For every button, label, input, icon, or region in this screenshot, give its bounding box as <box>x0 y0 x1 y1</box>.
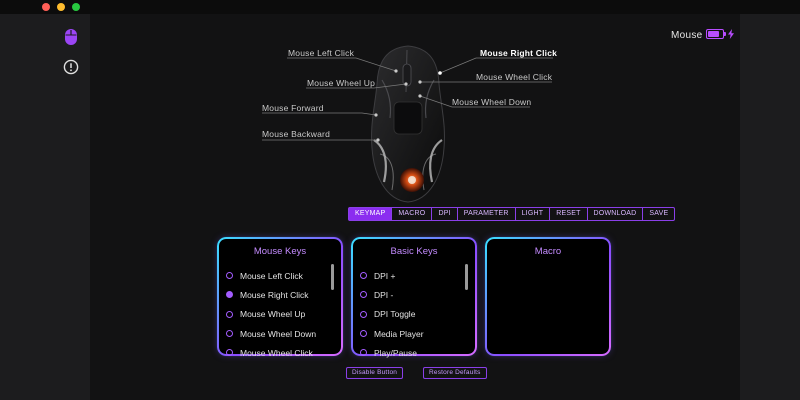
list-item[interactable]: Media Player <box>360 324 460 343</box>
radio-button[interactable] <box>360 310 367 318</box>
radio-button[interactable] <box>226 272 233 280</box>
tab-save[interactable]: SAVE <box>649 210 669 217</box>
list-item[interactable]: DPI Toggle <box>360 305 460 324</box>
mouse-illustration <box>371 45 445 203</box>
list-item[interactable]: Mouse Left Click <box>226 266 326 285</box>
zoom-window-button[interactable] <box>72 3 80 11</box>
mouse-keys-panel: Mouse Keys Mouse Left Click Mouse Right … <box>219 239 341 358</box>
item-label: Media Player <box>374 328 424 339</box>
callout-backward: Mouse Backward <box>262 129 330 139</box>
macro-panel: Macro <box>487 239 609 354</box>
item-label: Play/Pause <box>374 347 417 358</box>
list-item[interactable]: Mouse Wheel Down <box>226 324 326 343</box>
panel-title: Mouse Keys <box>253 246 307 257</box>
radio-button[interactable] <box>360 291 367 299</box>
item-label: Mouse Wheel Up <box>240 309 306 320</box>
scrollbar[interactable] <box>331 264 334 290</box>
tab-dpi[interactable]: DPI <box>432 208 458 220</box>
restore-defaults-button[interactable]: Restore Defaults <box>423 367 487 379</box>
tab-macro[interactable]: MACRO <box>392 208 433 220</box>
battery-level <box>708 31 720 37</box>
disable-button[interactable]: Disable Button <box>346 367 404 379</box>
radio-button[interactable] <box>226 330 233 338</box>
item-label: Mouse Wheel Down <box>240 328 317 339</box>
list-item[interactable]: Play/Pause <box>360 343 460 362</box>
callout-wheel-click: Mouse Wheel Click <box>476 72 553 82</box>
radio-button-selected[interactable] <box>226 291 233 299</box>
panel-title: Basic Keys <box>390 246 438 257</box>
callout-left-click: Mouse Left Click <box>288 48 355 58</box>
panel-title: Macro <box>534 246 562 257</box>
function-tabs: KEYMAP MACRO DPI PARAMETER LIGHT RESET D… <box>348 207 676 221</box>
tab-download[interactable]: DOWNLOAD <box>588 208 644 220</box>
device-name: Mouse <box>671 30 703 41</box>
list-item[interactable]: DPI - <box>360 285 460 304</box>
radio-button[interactable] <box>360 272 367 280</box>
sidebar <box>0 14 90 400</box>
alert-circle-icon[interactable] <box>60 56 82 78</box>
battery-icon <box>706 29 724 39</box>
radio-button[interactable] <box>360 349 367 357</box>
item-label: DPI + <box>374 270 396 281</box>
basic-keys-panel: Basic Keys DPI + DPI - DPI Toggle Media … <box>353 239 475 358</box>
callout-wheel-up: Mouse Wheel Up <box>307 78 375 88</box>
item-label: DPI Toggle <box>374 309 416 320</box>
tab-parameter[interactable]: PARAMETER <box>458 208 516 220</box>
tab-keymap[interactable]: KEYMAP <box>349 208 393 220</box>
item-label: Mouse Right Click <box>240 289 309 300</box>
list-item[interactable]: Mouse Wheel Click <box>226 343 326 362</box>
charging-bolt-icon <box>728 29 734 39</box>
tab-reset[interactable]: RESET <box>550 208 588 220</box>
mouse-icon[interactable] <box>60 26 82 48</box>
item-label: Mouse Left Click <box>240 270 303 281</box>
radio-button[interactable] <box>226 349 233 357</box>
list-item[interactable]: Mouse Wheel Up <box>226 305 326 324</box>
battery-cap <box>724 32 726 36</box>
list-item[interactable]: DPI + <box>360 266 460 285</box>
scrollbar[interactable] <box>465 264 468 290</box>
tab-light[interactable]: LIGHT <box>516 208 551 220</box>
callout-forward: Mouse Forward <box>262 103 324 113</box>
close-window-button[interactable] <box>42 3 50 11</box>
callout-right-click: Mouse Right Click <box>480 48 558 58</box>
callout-wheel-down: Mouse Wheel Down <box>452 97 532 107</box>
right-panel <box>740 14 800 400</box>
list-item[interactable]: Mouse Right Click <box>226 285 326 304</box>
minimize-window-button[interactable] <box>57 3 65 11</box>
item-label: DPI - <box>374 289 394 300</box>
item-label: Mouse Wheel Click <box>240 347 313 358</box>
radio-button[interactable] <box>360 330 367 338</box>
radio-button[interactable] <box>226 310 233 318</box>
window-titlebar <box>0 0 800 14</box>
